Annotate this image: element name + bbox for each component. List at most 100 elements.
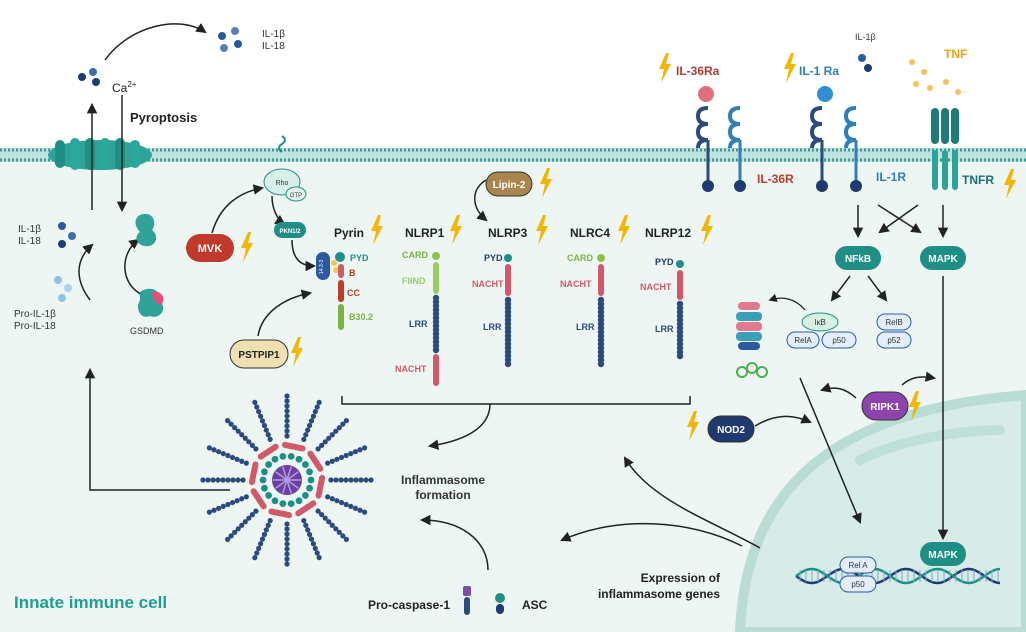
asc-filament-bead <box>235 526 241 532</box>
asc-filament-bead <box>284 541 290 547</box>
pyrin-b-label: B <box>349 268 356 278</box>
pyd-bead <box>261 468 268 476</box>
nlrp12-title: NLRP12 <box>645 226 691 240</box>
asc-filament-bead <box>348 503 354 510</box>
asc-filament-bead <box>333 428 339 434</box>
asc-filament-bead <box>325 494 331 500</box>
pyrin-cc <box>338 280 344 302</box>
asc-filament-bead <box>301 518 307 524</box>
nlrp3-pyd <box>504 254 512 262</box>
asc-filament-bead <box>334 498 340 504</box>
ikb-to-proteasome-arrow <box>768 293 806 311</box>
asc-filament-bead <box>284 408 290 414</box>
nlrp1-lrr <box>432 294 440 354</box>
asc-filament-bead <box>314 404 320 410</box>
asc-filament-bead <box>308 418 315 424</box>
nacht-segment <box>307 450 324 472</box>
pro-caspase-icon <box>463 586 471 615</box>
components-to-inflammasome-arrow <box>419 514 489 571</box>
asc-filament-bead <box>322 439 328 445</box>
nlrp1-fiind <box>433 262 439 294</box>
asc-filament-bead <box>220 477 226 483</box>
asc-filament-bead <box>301 436 307 442</box>
rho-anchor <box>278 135 286 153</box>
tnfr-ectodomain <box>951 108 959 144</box>
nlrp12-lrr <box>676 300 684 360</box>
pyd-bead <box>259 476 267 484</box>
mapk-badge <box>920 246 966 270</box>
asc-filament-bead <box>343 477 349 483</box>
asc-filament-bead <box>319 442 325 448</box>
asc-filament-bead <box>239 432 245 438</box>
asc-filament-bead <box>338 477 344 483</box>
nlrc4-title: NLRC4 <box>570 226 610 240</box>
inflammasome-to-cleavage-arrow <box>84 367 230 491</box>
nlrp1-fiind-label: FIIND <box>402 276 426 286</box>
asc-filament-bead <box>362 445 368 451</box>
inflammasome-complex <box>200 393 374 567</box>
tnf-label: TNF <box>944 47 967 61</box>
asc-filament-bead <box>263 427 269 433</box>
nlrp1-title: NLRP1 <box>405 226 445 240</box>
nacht-segment <box>295 500 317 517</box>
asc-filament-bead <box>215 477 221 483</box>
asc-filament-bead <box>230 477 236 483</box>
receptor-ectodomain <box>843 106 857 149</box>
asc-filament-bead <box>240 477 246 483</box>
asc-filament-bead <box>257 541 264 547</box>
il1ra-ligand <box>817 86 833 102</box>
caspase-spoke <box>275 471 288 481</box>
asc-filament-bead <box>284 556 290 562</box>
rho-label: Rho <box>276 180 289 187</box>
asc-filament-bead <box>253 446 259 452</box>
asc-filament-bead <box>265 522 271 528</box>
peptide-fragments <box>736 362 768 378</box>
mvk-label: MVK <box>198 243 223 255</box>
nfkb-label: NFkB <box>845 254 871 265</box>
asc-filament-bead <box>232 529 238 535</box>
asc-filament-bead <box>348 450 354 457</box>
pyd-bead <box>287 500 295 508</box>
asc-filament-bead <box>306 422 313 429</box>
asc-filament-bead <box>312 409 318 415</box>
mapk-nucleus-label: MAPK <box>928 550 958 561</box>
tnfr-label: TNFR <box>962 173 994 187</box>
asc-icon <box>495 593 505 614</box>
ikb-label: IκB <box>814 318 826 327</box>
nlrp1-card <box>432 252 440 260</box>
asc-filament-bead <box>343 536 349 542</box>
pyd-bead <box>279 500 287 508</box>
il1b-ext-label: IL-1β <box>855 32 876 42</box>
il36ra-label: IL-36Ra <box>676 64 720 78</box>
cytokine-release-arrow <box>104 22 207 61</box>
asc-filament-bead <box>284 428 290 434</box>
pyd-bead <box>306 484 313 492</box>
caspase-spoke <box>281 479 288 494</box>
pyd-bead <box>295 455 303 463</box>
asc-filament-bead <box>328 477 334 483</box>
nlrp3-lrr <box>504 296 512 368</box>
asc-filament-bead <box>314 550 320 556</box>
pyd-bead <box>307 476 315 484</box>
caspase-spoke <box>275 479 288 489</box>
lipin2-badge <box>485 171 533 197</box>
asc-label: ASC <box>522 598 548 612</box>
nlrp1-card-label: CARD <box>402 250 428 260</box>
asc-filament-bead <box>284 398 290 404</box>
il1b-label-left: IL-1β <box>18 224 41 235</box>
asc-filament-bead <box>336 425 342 431</box>
p50-nucleus-node <box>839 575 877 593</box>
pyd-bead <box>301 461 309 468</box>
il1b-dot <box>858 54 866 62</box>
nlrc4-nacht-label: NACHT <box>560 279 592 289</box>
asc-filament-bead <box>257 413 264 419</box>
pstpip1-label: PSTPIP1 <box>238 350 280 361</box>
nlrp1-lrr-label: LRR <box>409 319 428 329</box>
tnf-dots <box>909 59 961 95</box>
asc-filament-bead <box>225 452 231 459</box>
pro-caspase-label: Pro-caspase-1 <box>368 598 450 612</box>
asc-filament-bead <box>246 439 252 445</box>
pkn-label: PKN1/2 <box>279 229 301 235</box>
asc-filament-bead <box>216 449 222 455</box>
asc-filament-bead <box>235 477 241 483</box>
